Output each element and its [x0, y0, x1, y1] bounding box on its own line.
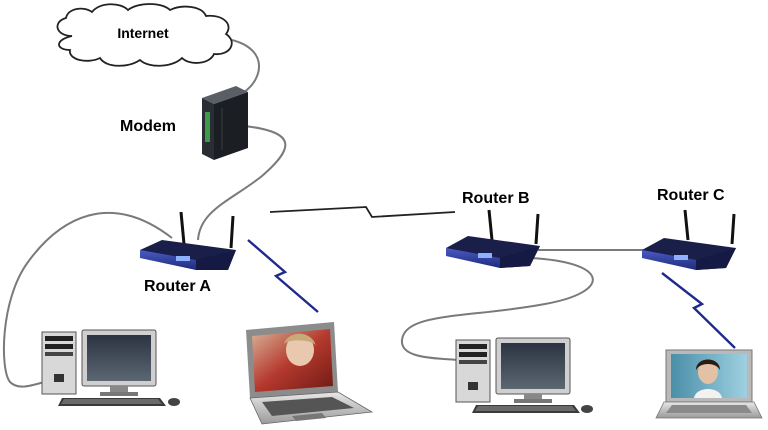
cables — [3, 39, 644, 388]
wireless-router-icon — [140, 211, 236, 270]
wireless-router-icon — [642, 209, 736, 270]
router-c-label: Router C — [657, 187, 725, 204]
router-a-label: Router A — [144, 278, 211, 295]
internet-cloud-icon — [56, 3, 233, 67]
router-b: Router B — [446, 190, 540, 268]
cable-modem-router-a — [197, 125, 287, 241]
internet-label: Internet — [117, 25, 169, 41]
modem-icon — [202, 86, 248, 160]
wireless-link-router-a-laptop-1 — [247, 239, 319, 313]
wireless-link-router-c-laptop-2 — [661, 272, 736, 349]
wireless-link-router-a-router-b — [269, 206, 456, 218]
internet-cloud: Internet — [56, 3, 233, 67]
cable-router-b-desktop-2 — [400, 257, 594, 361]
wireless-links — [247, 206, 736, 349]
laptop-1 — [246, 322, 374, 425]
laptop-icon — [655, 349, 763, 419]
router-b-label: Router B — [462, 190, 530, 207]
wireless-router-icon — [446, 209, 540, 268]
desktop-computer-1 — [41, 329, 180, 406]
cable-internet-modem — [231, 39, 260, 93]
modem: Modem — [120, 86, 248, 160]
router-a: Router A — [140, 211, 236, 295]
desktop-computer-2 — [455, 337, 593, 413]
cable-router-a-desktop-1 — [3, 211, 173, 388]
router-c: Router C — [642, 187, 736, 270]
laptop-icon — [246, 322, 374, 425]
desktop-computer-icon — [455, 337, 593, 413]
desktop-computer-icon — [41, 329, 180, 406]
modem-label: Modem — [120, 118, 176, 135]
laptop-2 — [655, 349, 763, 419]
